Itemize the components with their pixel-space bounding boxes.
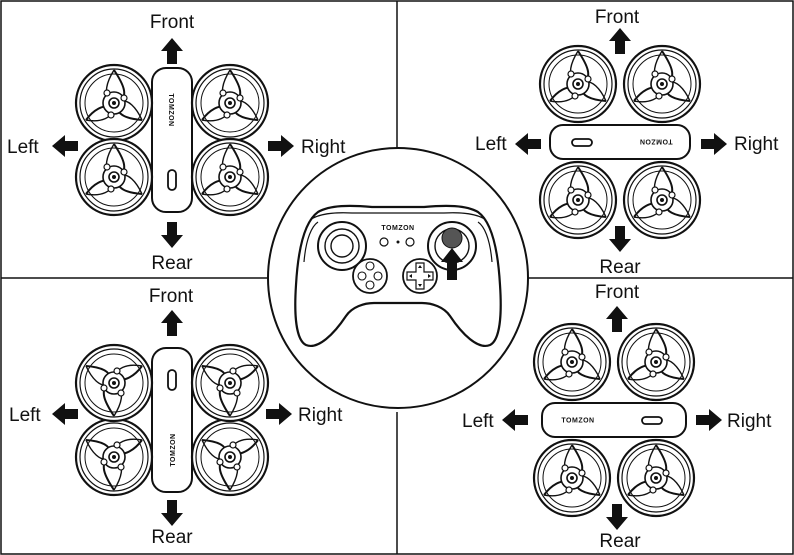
arrow-up-icon [609, 28, 631, 54]
drone-bottom-left: TOMZON [76, 345, 268, 495]
drone-brand-label: TOMZON [170, 433, 177, 466]
label-rear: Rear [599, 257, 641, 278]
label-front: Front [149, 286, 194, 307]
arrow-down-icon [161, 500, 183, 526]
arrow-up-icon [441, 248, 463, 280]
arrow-right-icon [266, 403, 292, 425]
right-joystick [427, 221, 477, 271]
arrow-left-icon [52, 135, 78, 157]
drone-top-left: TOMZON [76, 65, 268, 215]
arrow-right-icon [701, 133, 727, 155]
arrow-right-icon [268, 135, 294, 157]
controller-brand-label: TOMZON [381, 225, 414, 232]
left-joystick [317, 221, 367, 271]
label-front: Front [150, 12, 195, 33]
label-right: Right [734, 134, 779, 155]
label-right: Right [727, 411, 772, 432]
label-right: Right [301, 137, 346, 158]
panel-bottom-right: TOMZON Front Rear Left Right [462, 282, 772, 552]
label-front: Front [595, 7, 640, 28]
panel-top-left: TOMZON Front Rear Left Right [7, 12, 346, 274]
arrow-right-icon [696, 409, 722, 431]
arrow-down-icon [606, 504, 628, 530]
drone-brand-label: TOMZON [561, 418, 594, 425]
arrow-down-icon [161, 222, 183, 248]
drone-top-right: TOMZON [538, 44, 702, 240]
label-left: Left [9, 405, 41, 426]
label-right: Right [298, 405, 343, 426]
dpad [402, 258, 438, 294]
controller: TOMZON [294, 204, 502, 348]
arrow-left-icon [52, 403, 78, 425]
panel-top-right: TOMZON Front Rear Left Right [475, 7, 779, 278]
arrow-up-icon [161, 38, 183, 64]
left-button-cluster [352, 258, 388, 294]
label-rear: Rear [151, 253, 193, 274]
drone-bottom-right: TOMZON [532, 322, 696, 518]
controller-inset: TOMZON [267, 147, 529, 409]
arrow-down-icon [609, 226, 631, 252]
label-left: Left [475, 134, 507, 155]
label-rear: Rear [151, 527, 193, 548]
arrow-up-icon [606, 306, 628, 332]
arrow-left-icon [515, 133, 541, 155]
label-front: Front [595, 282, 640, 303]
label-left: Left [7, 137, 39, 158]
drone-brand-label: TOMZON [167, 93, 174, 126]
label-rear: Rear [599, 531, 641, 552]
label-left: Left [462, 411, 494, 432]
panel-bottom-left: TOMZON Front Rear Left Right [9, 286, 343, 548]
arrow-up-icon [161, 310, 183, 336]
drone-brand-label: TOMZON [639, 138, 672, 145]
arrow-left-icon [502, 409, 528, 431]
